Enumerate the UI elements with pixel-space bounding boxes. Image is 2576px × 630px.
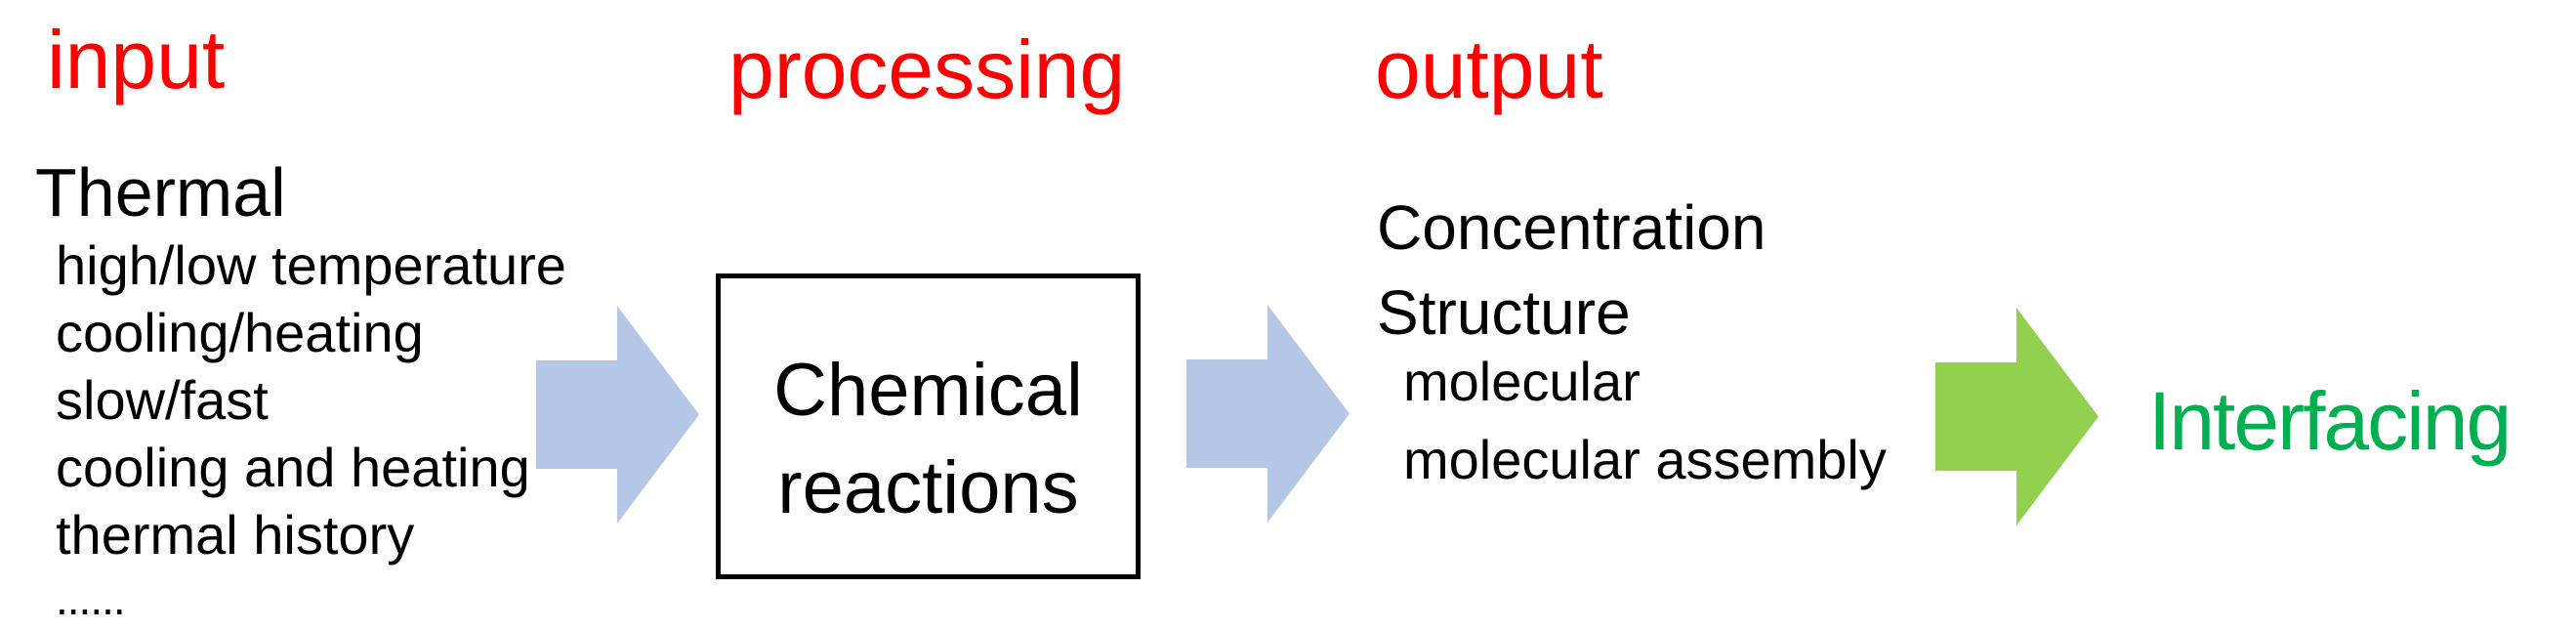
arrow-right-icon [1186, 305, 1350, 523]
output-list-item: molecular assembly [1403, 429, 1887, 490]
input-list: high/low temperature cooling/heating slo… [56, 231, 566, 568]
input-list-item: cooling and heating [56, 437, 530, 498]
header-input: input [47, 14, 226, 105]
processing-box-line2: reactions [777, 446, 1079, 529]
arrow-right-shape [1186, 305, 1350, 523]
output-heading-concentration: Concentration [1377, 192, 1766, 263]
processing-box-line1: Chemical [773, 349, 1083, 432]
output-heading-structure: Structure [1377, 277, 1631, 348]
input-list-item: thermal history [56, 504, 415, 566]
processing-box-label: Chemical reactions [716, 342, 1141, 537]
arrow-right-shape [536, 306, 699, 524]
input-list-item: cooling/heating [56, 302, 424, 363]
input-list-item: slow/fast [56, 369, 269, 431]
header-output: output [1375, 23, 1603, 115]
header-processing: processing [728, 23, 1126, 115]
interfacing-label: Interfacing [2148, 375, 2512, 467]
arrow-right-shape [1935, 308, 2098, 525]
output-list-item: molecular [1403, 351, 1641, 412]
input-heading-thermal: Thermal [35, 154, 286, 231]
arrow-right-icon [536, 306, 699, 524]
input-list-item: high/low temperature [56, 234, 566, 296]
input-list-ellipsis: ...... [56, 573, 126, 624]
processing-box [716, 273, 1141, 579]
arrow-right-icon [1935, 308, 2098, 525]
